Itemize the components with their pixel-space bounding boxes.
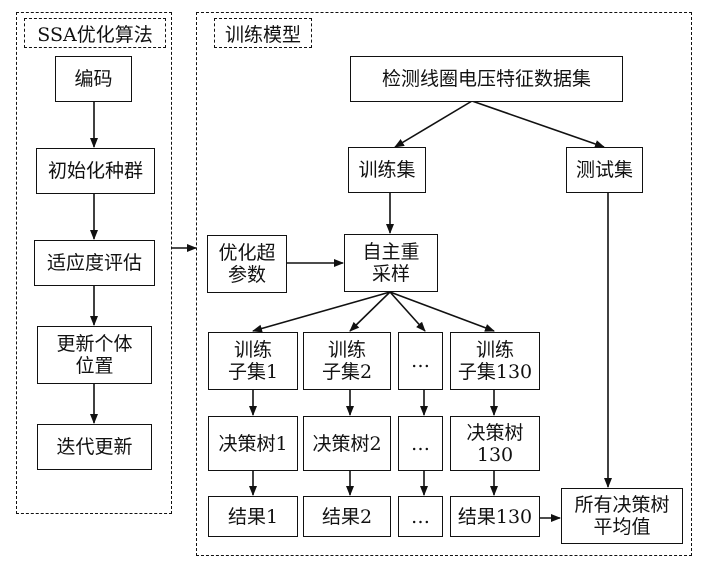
training-panel (196, 12, 692, 556)
average-box: 所有决策树 平均值 (561, 488, 683, 544)
test-set-box: 测试集 (566, 147, 643, 193)
result-box: … (398, 496, 443, 537)
arrow-dataset-test (471, 100, 605, 148)
ssa-panel-title: SSA优化算法 (24, 18, 166, 48)
ssa-panel (16, 12, 172, 514)
tree-box: … (398, 416, 443, 471)
dataset-box: 检测线圈电压特征数据集 (350, 56, 623, 102)
subset-box: … (398, 332, 443, 390)
result-box: 结果2 (303, 496, 391, 537)
step-update-position: 更新个体位置 (37, 326, 152, 384)
result-box: 结果1 (208, 496, 298, 537)
subset-box: 训练 子集1 (208, 332, 298, 390)
arrow-boot-sub3 (389, 291, 426, 332)
subset-box: 训练 子集2 (303, 332, 391, 390)
tree-box: 决策树2 (303, 416, 391, 471)
train-set-box: 训练集 (348, 147, 426, 193)
arrow-boot-sub1 (252, 291, 391, 333)
arrow-boot-sub4 (389, 291, 495, 332)
step-init-population: 初始化种群 (36, 148, 155, 194)
arrow-boot-sub2 (349, 291, 391, 332)
arrow-dataset-train (394, 100, 473, 148)
tree-box: 决策树 130 (450, 416, 540, 471)
hyperparam-box: 优化超 参数 (207, 235, 287, 293)
step-fitness-eval: 适应度评估 (34, 240, 155, 286)
step-iterate: 迭代更新 (37, 424, 152, 470)
training-panel-title: 训练模型 (214, 18, 312, 48)
bootstrap-box: 自主重 采样 (344, 234, 438, 292)
subset-box: 训练 子集130 (450, 332, 540, 390)
tree-box: 决策树1 (208, 416, 298, 471)
result-box: 结果130 (450, 496, 540, 537)
step-encode: 编码 (55, 56, 132, 102)
